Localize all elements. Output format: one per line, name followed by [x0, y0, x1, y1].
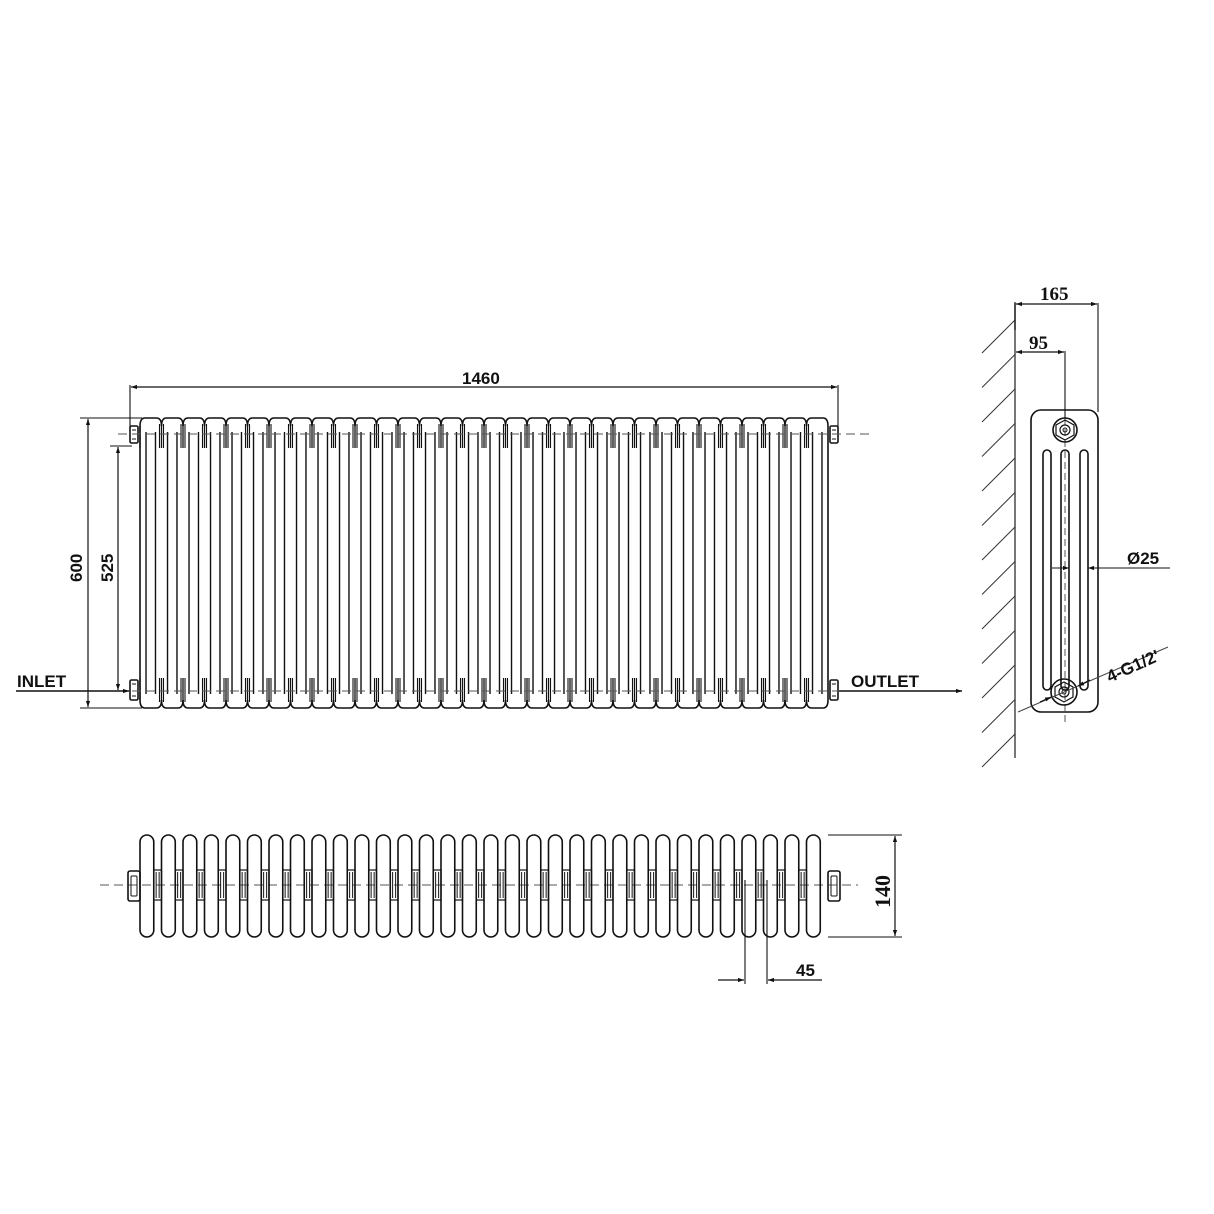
top-view-left-plug — [127, 870, 141, 902]
radiator-section — [612, 834, 636, 938]
width-dimension-label: 1460 — [462, 369, 500, 388]
radiator-column — [674, 417, 700, 709]
radiator-section — [655, 834, 679, 938]
radiator-column — [803, 417, 829, 709]
radiator-section — [461, 834, 485, 938]
radiator-column — [631, 417, 657, 709]
radiator-section — [354, 834, 378, 938]
radiator-column — [524, 417, 550, 709]
radiator-section — [160, 834, 184, 938]
wall-hatch — [981, 319, 1016, 768]
radiator-section — [698, 834, 722, 938]
radiator-column — [653, 417, 679, 709]
bottom-connection — [1050, 678, 1078, 706]
top-view-right-plug — [827, 870, 841, 902]
height-dimension-label: 600 — [67, 553, 86, 582]
radiator-column — [223, 417, 249, 709]
radiator-section — [633, 834, 657, 938]
radiator-column — [287, 417, 313, 709]
radiator-section — [483, 834, 507, 938]
radiator-column — [610, 417, 636, 709]
radiator-column — [266, 417, 292, 709]
radiator-column — [545, 417, 571, 709]
radiator-section — [418, 834, 442, 938]
radiator-section — [289, 834, 313, 938]
radiator-column — [502, 417, 528, 709]
radiator-column — [717, 417, 743, 709]
radiator-section — [547, 834, 571, 938]
radiator-column — [782, 417, 808, 709]
radiator-column — [459, 417, 485, 709]
radiator-column — [696, 417, 722, 709]
radiator-section — [375, 834, 399, 938]
tube-diameter-label: Ø25 — [1127, 549, 1160, 568]
radiator-column — [416, 417, 442, 709]
radiator-section — [784, 834, 808, 938]
radiator-section — [246, 834, 270, 938]
inlet-label: INLET — [17, 672, 67, 691]
outlet-bottom-plug — [829, 679, 839, 701]
radiator-column — [352, 417, 378, 709]
wall-to-centre-label: 95 — [1029, 333, 1048, 354]
top-view — [100, 834, 902, 984]
radiator-section — [719, 834, 743, 938]
radiator-column — [567, 417, 593, 709]
radiator-column — [739, 417, 765, 709]
radiator-section — [504, 834, 528, 938]
front-view — [16, 384, 962, 709]
radiator-section — [676, 834, 700, 938]
outlet-label: OUTLET — [851, 672, 919, 691]
radiator-section — [311, 834, 335, 938]
radiator-column — [180, 417, 206, 709]
top-view-sections — [139, 834, 822, 938]
radiator-column — [481, 417, 507, 709]
radiator-column — [588, 417, 614, 709]
radiator-column — [139, 417, 163, 709]
radiator-column — [244, 417, 270, 709]
radiator-section — [139, 834, 163, 938]
radiator-section — [526, 834, 550, 938]
radiator-column — [438, 417, 464, 709]
section-pitch-label: 45 — [796, 961, 815, 980]
radiator-section — [268, 834, 292, 938]
radiator-column — [201, 417, 227, 709]
radiator-section — [397, 834, 421, 938]
radiator-section — [203, 834, 227, 938]
radiator-section — [182, 834, 206, 938]
radiator-column — [158, 417, 184, 709]
radiator-column — [309, 417, 335, 709]
radiator-section — [569, 834, 593, 938]
pipe-centres-dimension-label: 525 — [98, 553, 117, 582]
section-depth-label: 140 — [870, 875, 895, 908]
side-view — [981, 301, 1170, 768]
radiator-column — [373, 417, 399, 709]
radiator-section — [590, 834, 614, 938]
radiator-section — [332, 834, 356, 938]
side-depth-label: 165 — [1040, 284, 1069, 305]
front-columns — [139, 417, 829, 709]
inlet-bottom-plug — [129, 679, 139, 701]
radiator-section — [805, 834, 822, 938]
radiator-section — [440, 834, 464, 938]
radiator-column — [395, 417, 421, 709]
radiator-column — [330, 417, 356, 709]
radiator-section — [225, 834, 249, 938]
radiator-column — [760, 417, 786, 709]
